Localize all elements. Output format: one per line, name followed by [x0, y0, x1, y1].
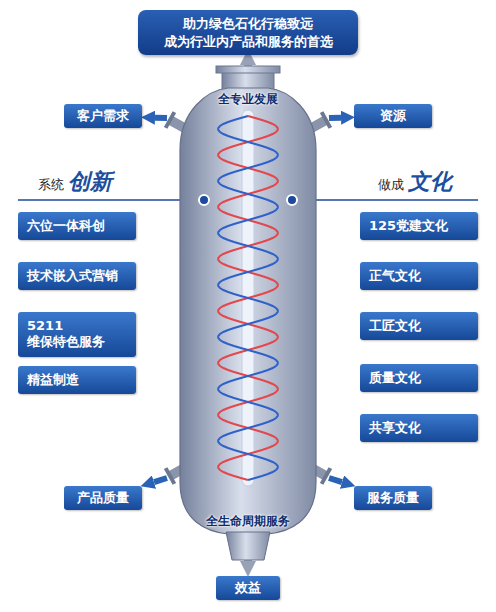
- benefit-box: 效益: [216, 576, 280, 600]
- section-heading: 做成: [378, 177, 404, 193]
- nozzle-flange: [166, 468, 175, 484]
- box-text: 六位一体科创: [27, 218, 127, 234]
- nozzle-flange: [322, 112, 331, 128]
- flow-arrow: [329, 478, 342, 482]
- box-text: 效益: [222, 580, 274, 596]
- box-text: 质量文化: [369, 370, 469, 386]
- box-text: 共享文化: [369, 420, 469, 436]
- culture-box: 共享文化: [360, 414, 478, 442]
- leader-line: [18, 199, 204, 201]
- nozzle-flange: [166, 112, 175, 128]
- vessel-label: 全生命周期服务: [152, 514, 344, 528]
- innovation-box: 技术嵌入式营销: [18, 262, 136, 290]
- box-text: 助力绿色石化行稳致远 成为行业内产品和服务的首选: [146, 15, 350, 50]
- spiral-wave: [218, 116, 278, 480]
- flow-arrow: [154, 478, 167, 482]
- junction-dot: [199, 195, 209, 205]
- culture-box: 125党建文化: [360, 212, 478, 240]
- box-text: 产品质量: [70, 490, 136, 506]
- vessel-outline: [172, 66, 324, 560]
- box-text: 技术嵌入式营销: [27, 268, 127, 284]
- resource-box: 资源: [354, 104, 432, 128]
- box-text: 精益制造: [27, 372, 127, 388]
- flow-arrow: [155, 115, 167, 121]
- section-heading: 系统: [38, 177, 64, 193]
- box-text: 资源: [360, 108, 426, 124]
- output-box: 服务质量: [354, 486, 432, 510]
- bottom-neck: [226, 532, 270, 560]
- innovation-box: 六位一体科创: [18, 212, 136, 240]
- flow-arrow: [329, 115, 341, 121]
- box-text: 客户需求: [70, 108, 136, 124]
- section-heading: 文化: [408, 168, 452, 194]
- section-heading: 创新: [68, 168, 112, 194]
- box-text: 5211 维保特色服务: [27, 318, 127, 351]
- culture-box: 正气文化: [360, 262, 478, 290]
- top-flange: [216, 66, 280, 73]
- innovation-box: 精益制造: [18, 366, 136, 394]
- innovation-box: 5211 维保特色服务: [18, 312, 136, 357]
- output-box: 产品质量: [64, 486, 142, 510]
- spiral-wave: [218, 116, 278, 480]
- culture-box: 工匠文化: [360, 312, 478, 340]
- box-text: 125党建文化: [369, 218, 469, 234]
- nozzle-flange: [322, 468, 331, 484]
- input-box: 客户需求: [64, 104, 142, 128]
- leader-line: [292, 199, 478, 201]
- vessel-body: [180, 88, 316, 534]
- culture-box: 质量文化: [360, 364, 478, 392]
- box-text: 服务质量: [360, 490, 426, 506]
- junction-dot: [287, 195, 297, 205]
- box-text: 正气文化: [369, 268, 469, 284]
- box-text: 工匠文化: [369, 318, 469, 334]
- goal-banner: 助力绿色石化行稳致远 成为行业内产品和服务的首选: [138, 10, 358, 55]
- vessel-column: 全专业发展全生命周期服务: [172, 66, 324, 560]
- vessel-label: 全专业发展: [152, 92, 344, 106]
